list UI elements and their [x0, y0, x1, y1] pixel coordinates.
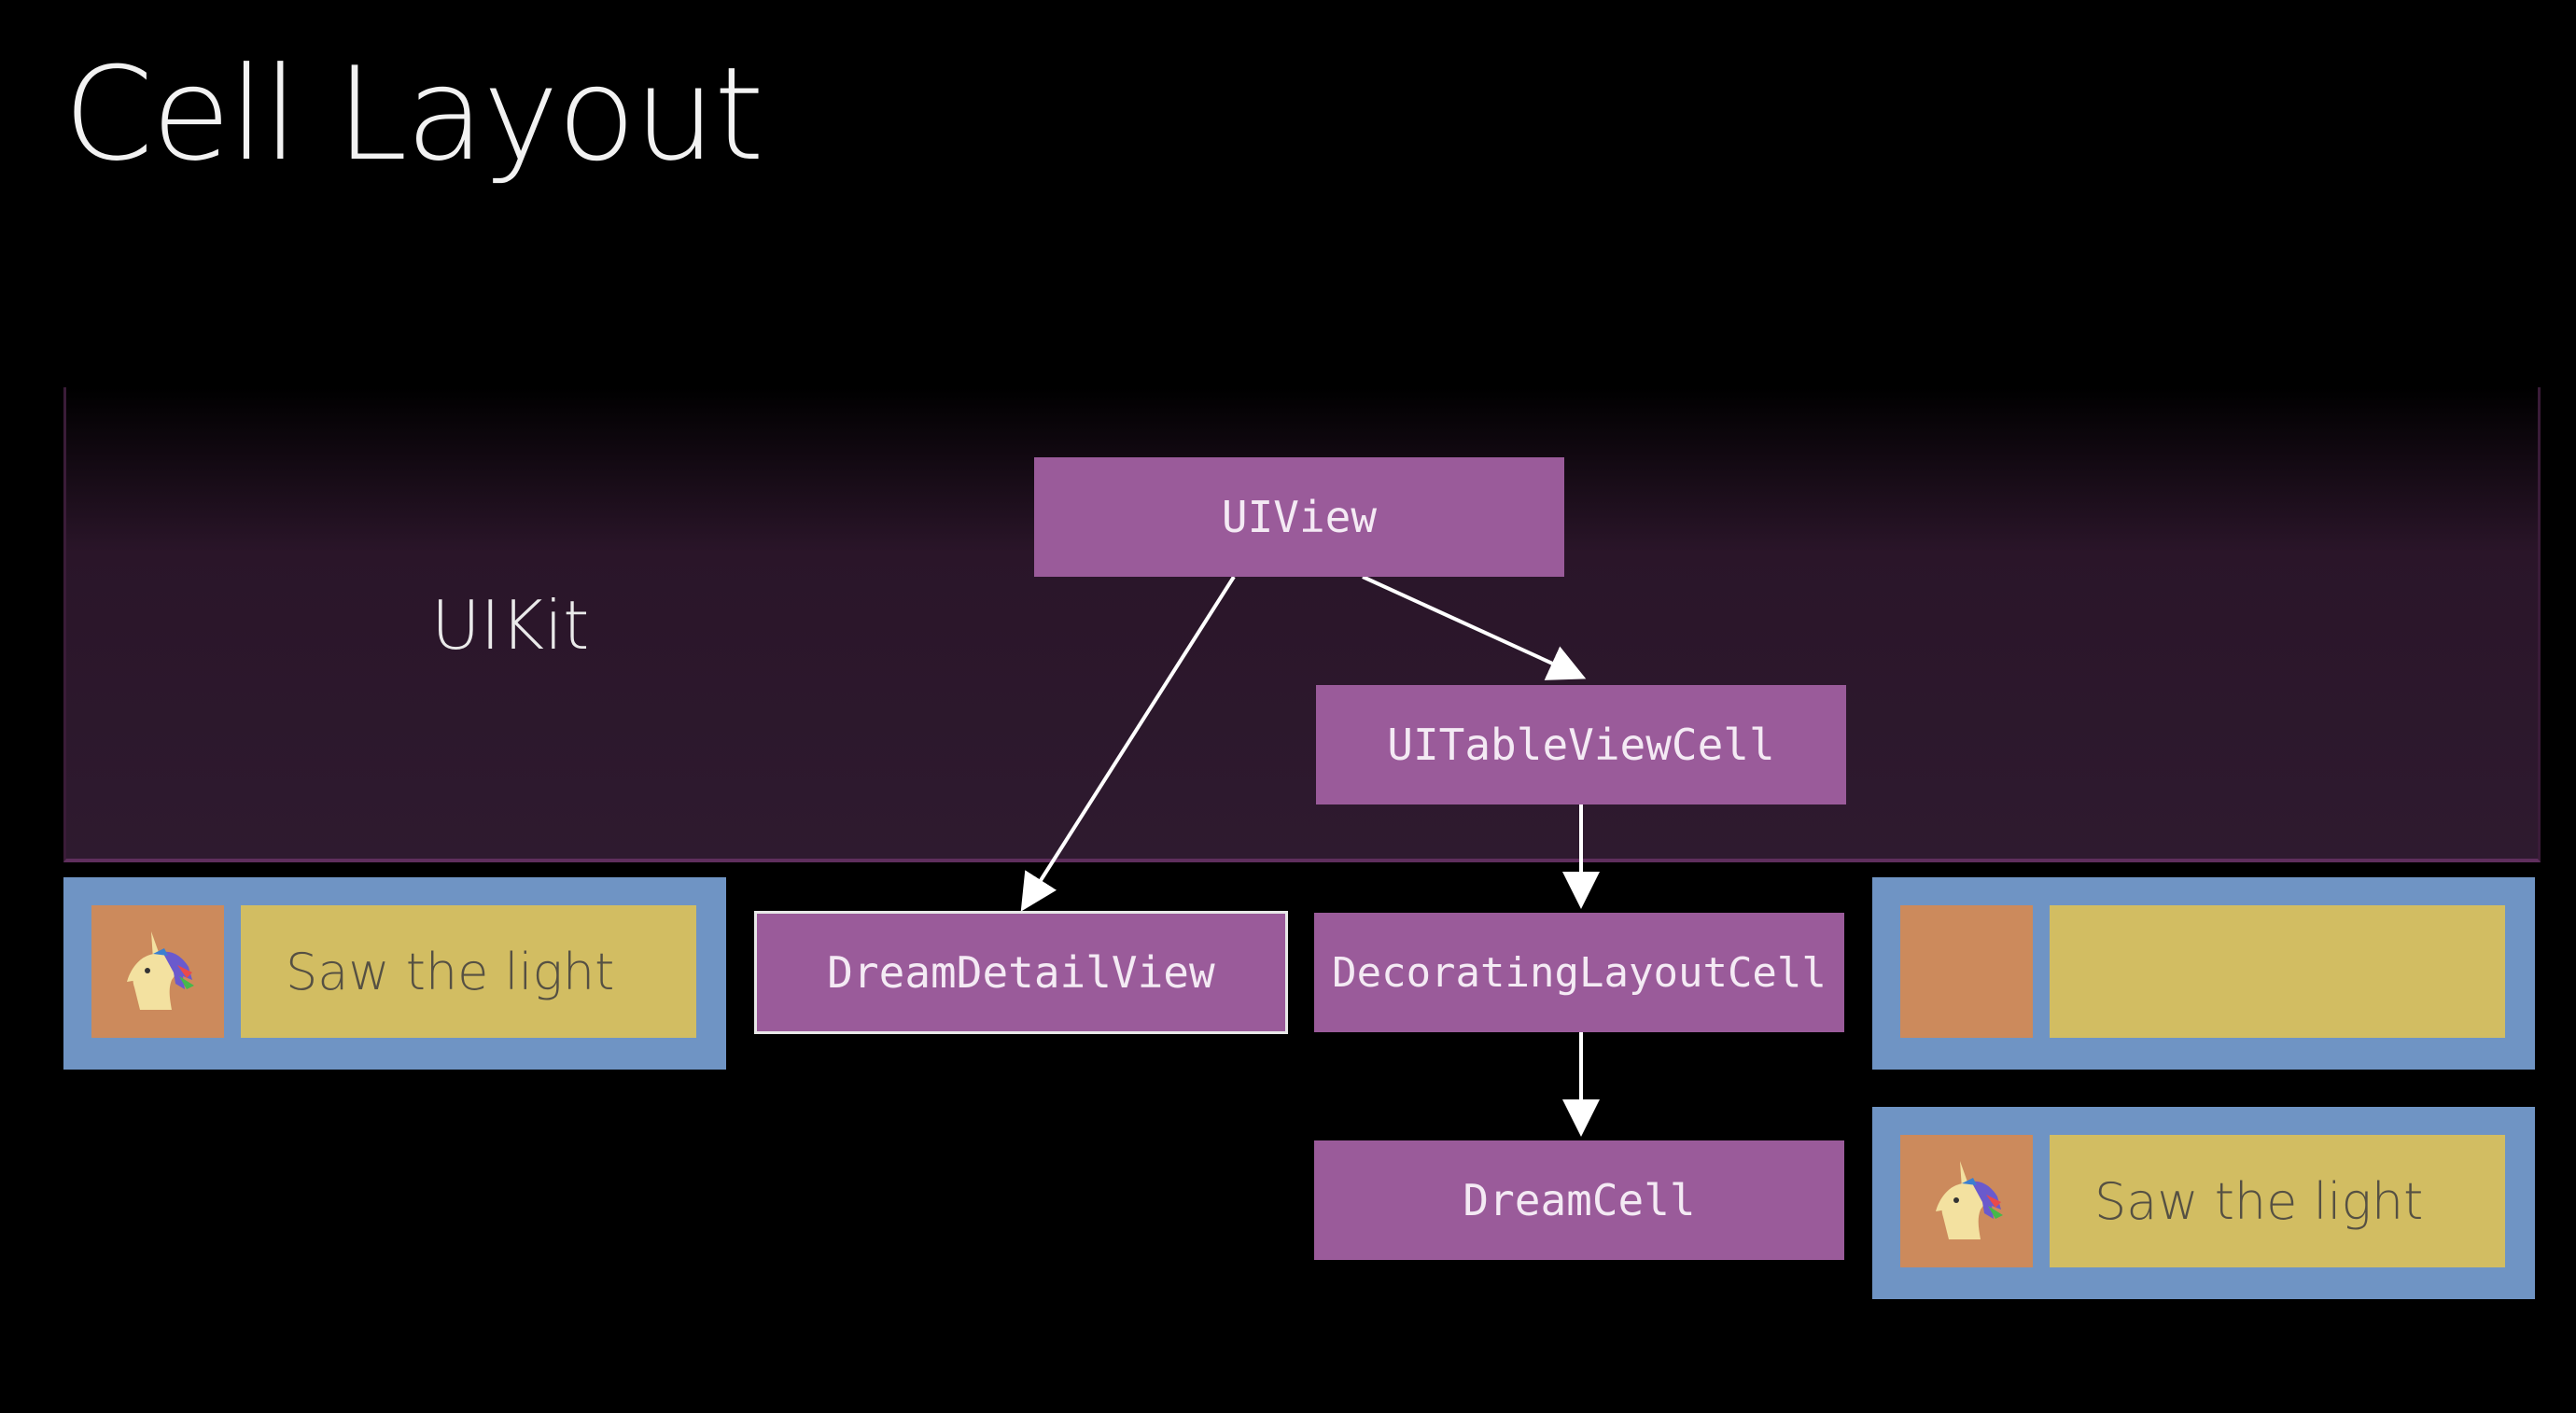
cell-left-thumbnail — [91, 905, 224, 1038]
uikit-label: UIKit — [431, 586, 590, 665]
cell-right-bottom: Saw the light — [1872, 1107, 2535, 1299]
unicorn-icon — [1936, 1161, 2003, 1239]
cell-right-top-thumbnail — [1900, 905, 2033, 1038]
node-uitableviewcell: UITableViewCell — [1316, 685, 1846, 804]
cell-left: Saw the light — [63, 877, 726, 1070]
cell-left-text: Saw the light — [241, 905, 696, 1038]
node-uiview: UIView — [1034, 457, 1564, 577]
node-dreamdetailview: DreamDetailView — [754, 911, 1288, 1034]
cell-right-bottom-thumbnail — [1900, 1135, 2033, 1267]
cell-right-top-text — [2050, 905, 2505, 1038]
cell-right-top — [1872, 877, 2535, 1070]
cell-right-bottom-text: Saw the light — [2050, 1135, 2505, 1267]
node-decoratinglayoutcell: DecoratingLayoutCell — [1314, 913, 1844, 1032]
unicorn-icon — [127, 931, 194, 1010]
slide-title: Cell Layout — [63, 39, 764, 189]
node-dreamcell: DreamCell — [1314, 1140, 1844, 1260]
